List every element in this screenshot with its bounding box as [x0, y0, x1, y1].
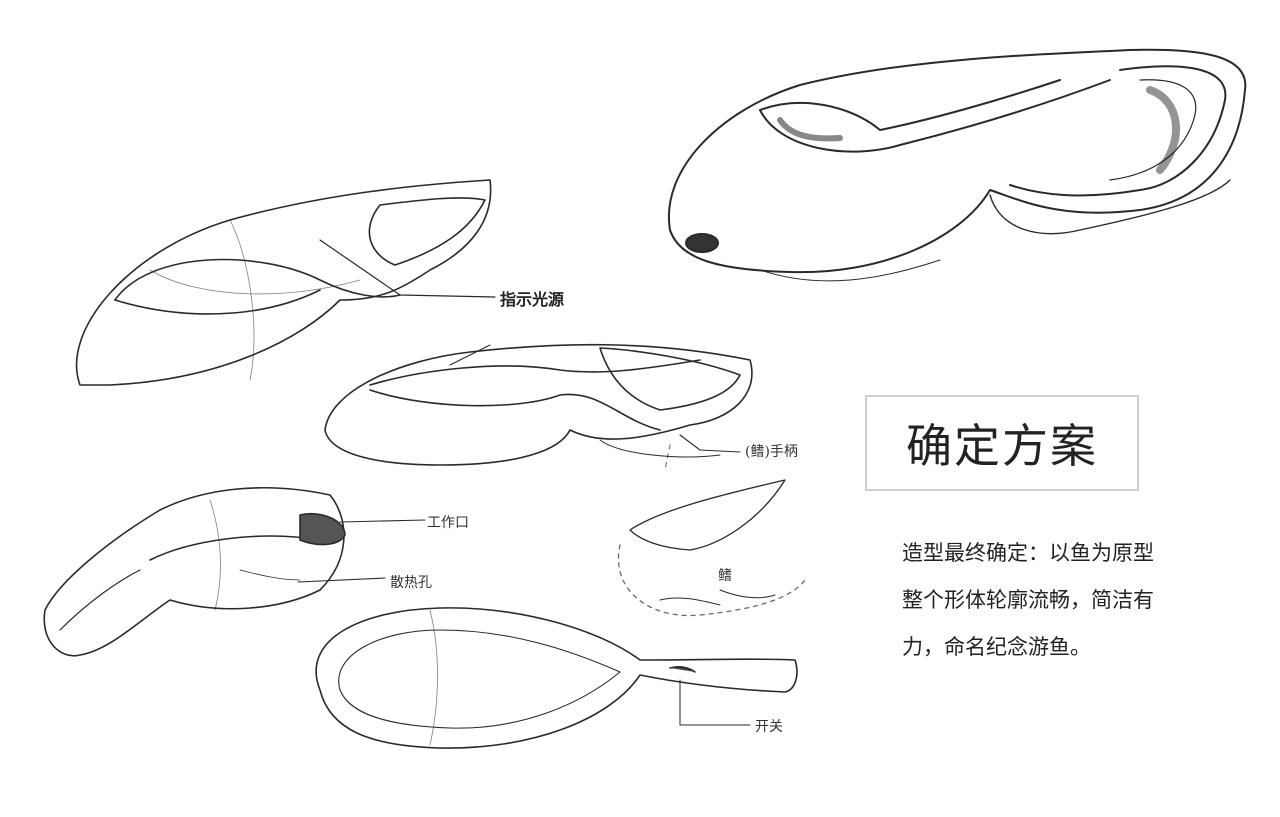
fin-label: 鳍	[718, 568, 732, 584]
description-line: 整个形体轮廓流畅，简洁有	[902, 588, 1154, 612]
indicator-light-label: 指示光源	[500, 290, 565, 309]
title-box: 确定方案	[865, 395, 1139, 491]
description-line: 力，命名纪念游鱼。	[902, 635, 1091, 659]
switch-label: 开关	[755, 719, 783, 735]
sketch-middle	[324, 343, 753, 466]
heat-vent-label: 散热孔	[390, 575, 432, 591]
sketch-top-left	[75, 179, 496, 386]
sketch-bottom-left	[43, 487, 426, 657]
title-text: 确定方案	[906, 419, 1098, 473]
description-line: 造型最终确定：以鱼为原型	[902, 541, 1154, 565]
handle-label: (鳍)手柄	[745, 444, 798, 460]
sketch-fin-detail	[617, 444, 806, 617]
working-port-label: 工作口	[427, 515, 469, 531]
description: 造型最终确定：以鱼为原型 整个形体轮廓流畅，简洁有 力，命名纪念游鱼。	[902, 530, 1202, 671]
sketch-bottom-top-view	[315, 607, 798, 749]
sketch-top-right	[667, 48, 1247, 282]
